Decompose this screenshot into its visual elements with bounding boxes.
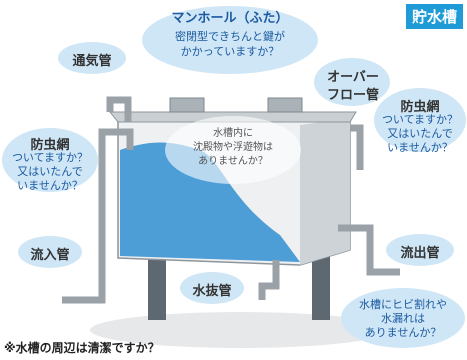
insect-right-bubble — [374, 88, 466, 152]
insect-right-line2: 又はいたんで — [387, 127, 453, 140]
crack-line2: 水漏れは — [381, 312, 425, 325]
insect-left-line2: 又はいたんで — [17, 165, 83, 178]
manhole-cover-left — [169, 97, 205, 113]
insect-left-line3: いませんか？ — [17, 179, 83, 192]
drain-bubble — [180, 272, 244, 304]
overflow-bubble — [314, 58, 390, 106]
insect-right-line1: ついてますか？ — [381, 113, 459, 126]
crack-line3: ありませんか？ — [364, 326, 442, 339]
tank-right-shadow — [300, 118, 350, 265]
outflow-pipe — [338, 224, 400, 276]
vent-label: 通気管 — [72, 54, 112, 69]
tank-leg-left — [148, 255, 166, 320]
inflow-pipe — [62, 128, 134, 304]
crack-bubble — [341, 288, 465, 348]
outflow-bubble — [386, 234, 454, 266]
tank-inner-line3: ありませんか？ — [198, 156, 268, 167]
overflow-pipe — [350, 124, 364, 170]
overflow-label-1: オーバー — [327, 70, 379, 85]
diagram-title: 貯水槽 — [405, 4, 463, 29]
outflow-label: 流出管 — [400, 246, 440, 261]
drain-pipe — [258, 260, 280, 300]
vent-pipe — [106, 96, 132, 122]
insect-left-title: 防虫網 — [30, 138, 70, 153]
tank-inner-line1: 水槽内に — [213, 128, 253, 139]
tank-leg-right — [312, 255, 330, 320]
insect-right-title: 防虫網 — [400, 100, 440, 115]
inflow-bubble — [18, 236, 82, 268]
overflow-label-2: フロー管 — [326, 88, 379, 103]
tank-water — [120, 142, 300, 262]
drain-label: 水抜管 — [192, 284, 232, 299]
tank-inner-line2: 沈殿物や浮遊物は — [193, 142, 273, 153]
ground-shadow — [90, 312, 390, 348]
insect-left-bubble — [2, 128, 98, 192]
footnote: ※水槽の周辺は清潔ですか？ — [4, 341, 160, 355]
vent-bubble — [58, 42, 126, 74]
manhole-line2: かかっていますか？ — [180, 45, 280, 58]
tank-inner-bubble — [165, 116, 301, 184]
manhole-line1: 密閉型できちんと鍵が — [175, 30, 285, 43]
insect-right-line3: いませんか？ — [387, 141, 453, 154]
manhole-bubble — [142, 6, 318, 74]
inflow-label: 流入管 — [30, 248, 70, 263]
manhole-cover-right — [267, 97, 303, 113]
manhole-title: マンホール（ふた） — [171, 11, 289, 26]
crack-line1: 水槽にヒビ割れや — [359, 298, 447, 311]
insect-left-line1: ついてますか？ — [11, 151, 89, 164]
